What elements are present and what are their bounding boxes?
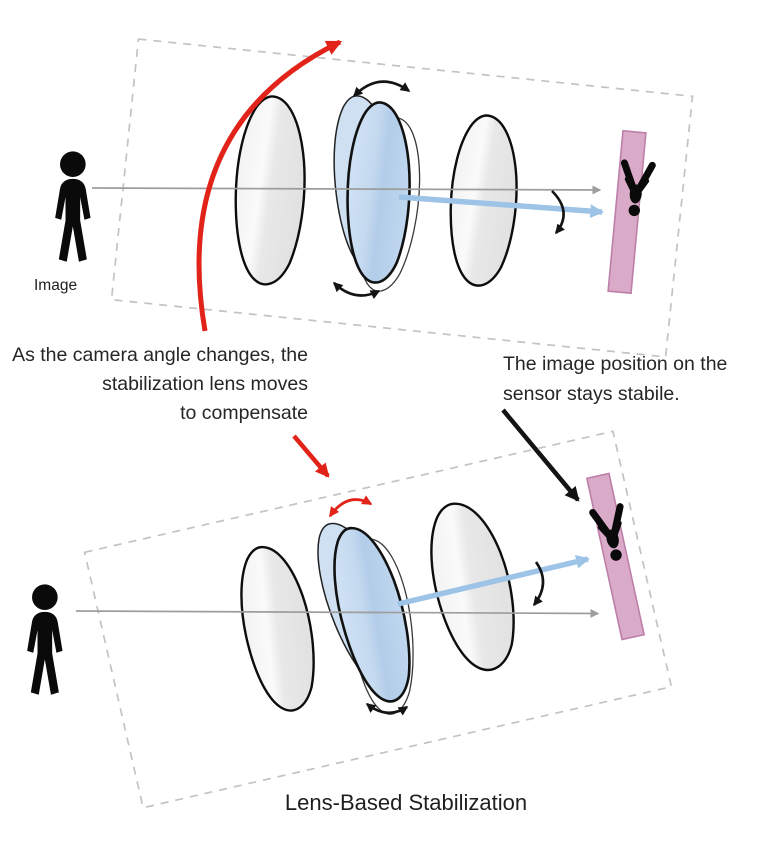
stabilized-ray-arrow-bottom (397, 555, 591, 607)
optical-axis-bottom (75, 609, 600, 618)
caption-left: As the camera angle changes, the stabili… (12, 344, 308, 424)
caption-right-pointer-arrow (501, 408, 580, 502)
optical-axis-top (91, 185, 602, 195)
person-icon-top (55, 151, 91, 262)
lens-shift-arc-lower-top (332, 282, 381, 299)
person-icon-bottom (27, 584, 63, 695)
image-sensor-top (607, 129, 647, 295)
ray-rotation-arc-bottom (532, 561, 545, 607)
camera-body-outline-top (110, 38, 694, 358)
front-lens-bottom (231, 541, 324, 716)
camera-shake-curved-arrow (196, 39, 343, 332)
ray-rotation-arc-top (551, 190, 565, 235)
stabilized-ray-arrow-top (398, 194, 605, 218)
bottom-diagram (27, 430, 673, 809)
lens-compensation-arc (328, 495, 373, 518)
lens-shift-arc-lower-bottom (365, 702, 409, 716)
image-label: Image (34, 277, 78, 294)
caption-right: The image position on the sensor stays s… (503, 353, 728, 405)
top-diagram (55, 38, 694, 358)
camera-body-outline-bottom (83, 430, 673, 809)
figure-title: Lens-Based Stabilization (284, 790, 528, 815)
lens-shift-arc-upper-top (352, 80, 411, 98)
caption-left-pointer-arrow (292, 434, 330, 478)
